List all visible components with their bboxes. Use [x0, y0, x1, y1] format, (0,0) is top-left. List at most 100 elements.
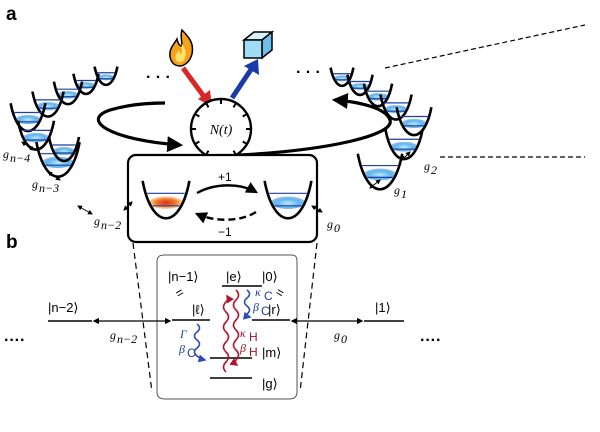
clock-tick	[242, 140, 247, 145]
kappa-c-label: κ C	[255, 285, 273, 303]
ring-ellipsis-right: · · ·	[296, 64, 321, 81]
ring-well	[16, 120, 56, 151]
ring-coupling-arrow	[311, 205, 323, 213]
g-left-label: g n−2	[110, 328, 137, 346]
ring-well	[31, 91, 65, 118]
clock-tick	[232, 150, 237, 155]
ice-cube-icon	[241, 30, 275, 60]
clock-tick	[195, 140, 200, 145]
svg-text:g: g	[3, 147, 9, 161]
clock-label: N(t)	[209, 123, 233, 138]
cold-decay-arrow-right	[242, 289, 252, 320]
cycle-arrow-right	[239, 93, 392, 157]
svg-text:C: C	[261, 304, 270, 318]
ring-coupling-arrow	[21, 141, 35, 151]
svg-text:H: H	[249, 330, 258, 344]
projection-line-top	[384, 24, 586, 69]
svg-text:n−2: n−2	[117, 332, 137, 346]
transition-down-label: −1	[218, 225, 232, 239]
svg-text:2: 2	[431, 163, 437, 177]
svg-text:g: g	[424, 159, 430, 173]
g-n3-label: g n−3	[32, 177, 59, 195]
svg-text:n−2: n−2	[101, 218, 121, 232]
svg-text:g: g	[32, 177, 38, 191]
svg-text:n−3: n−3	[39, 181, 59, 195]
state-l: |ℓ⟩	[192, 302, 205, 317]
state-g: |g⟩	[262, 376, 278, 391]
ring-well	[72, 73, 100, 96]
ring-well	[329, 67, 355, 88]
cold-decay-arrow-left	[193, 323, 207, 363]
zoom-line-right	[299, 242, 318, 393]
chain-ellipsis-left: ····	[4, 332, 25, 349]
g-right-label: g 0	[334, 328, 347, 346]
state-zero: |0⟩	[262, 269, 278, 284]
g-n4-label: g n−4	[3, 147, 30, 165]
kappa-h-label: κ H	[240, 326, 258, 344]
equals-left: =	[173, 284, 187, 301]
chain-ellipsis-right: ····	[420, 332, 441, 349]
svg-text:g: g	[110, 328, 116, 342]
beta-c-right-label: β C	[252, 300, 270, 318]
svg-text:κ: κ	[240, 326, 246, 340]
beta-h-label: β H	[239, 341, 258, 359]
ring-well	[47, 136, 81, 163]
ring-well	[356, 153, 404, 191]
beta-c-left-label: β C	[178, 342, 196, 360]
ring-well	[362, 83, 394, 108]
box-wells	[141, 180, 313, 220]
svg-text:0: 0	[334, 221, 340, 235]
clock-icon: N(t)	[189, 97, 253, 161]
ring-coupling-arrow	[123, 201, 133, 211]
zoom-line-left	[132, 242, 153, 393]
hot-well	[141, 180, 191, 220]
g1-label: g 1	[394, 183, 407, 201]
panel-label-a: a	[6, 4, 17, 25]
gamma-label: Γ	[179, 327, 188, 341]
svg-text:g: g	[334, 328, 340, 342]
state-n-minus-1: |n−1⟩	[168, 269, 199, 284]
ring-well	[395, 107, 433, 137]
ring-coupling-arrow	[47, 171, 61, 181]
svg-text:C: C	[264, 289, 273, 303]
state-m: |m⟩	[262, 345, 281, 360]
state-e: |e⟩	[226, 269, 242, 284]
clock-tick	[205, 150, 210, 155]
svg-text:C: C	[187, 346, 196, 360]
g0-label: g 0	[327, 217, 340, 235]
transition-arrow-down	[194, 210, 257, 224]
svg-text:1: 1	[401, 187, 407, 201]
svg-text:n−4: n−4	[10, 151, 30, 165]
hot-decay-arrow-down	[229, 289, 240, 366]
svg-text:β: β	[239, 341, 246, 355]
state-r: |r⟩	[268, 302, 281, 317]
panel-label-b: b	[6, 232, 18, 253]
clock-tick	[232, 103, 237, 108]
ring-coupling-arrow	[369, 179, 381, 189]
cycle-arrow-left	[96, 101, 184, 153]
level-bracket	[156, 254, 298, 400]
svg-text:κ: κ	[255, 285, 261, 299]
flame-icon	[169, 28, 194, 67]
svg-text:g: g	[94, 214, 100, 228]
ring-well	[9, 103, 47, 133]
ring-coupling-arrow	[401, 151, 411, 161]
svg-text:β: β	[178, 342, 185, 356]
ring-coupling-arrow	[77, 205, 93, 215]
svg-text:H: H	[249, 345, 258, 359]
clock-tick	[205, 103, 210, 108]
cold-bath-arrowhead	[244, 59, 259, 75]
state-n-minus-2: |n−2⟩	[48, 300, 79, 315]
clock-tick	[195, 113, 200, 118]
highlight-box	[126, 153, 319, 244]
hot-decay-arrow-up	[222, 294, 234, 373]
cold-bath-arrow	[229, 66, 255, 100]
equals-right: =	[273, 284, 287, 301]
svg-text:β: β	[252, 300, 259, 314]
g2-label: g 2	[424, 159, 437, 177]
clock-tick	[242, 113, 247, 118]
ring-ellipsis-left: · · ·	[146, 69, 171, 86]
transition-arrow-up	[196, 182, 259, 195]
g-n2-label: g n−2	[94, 214, 121, 232]
